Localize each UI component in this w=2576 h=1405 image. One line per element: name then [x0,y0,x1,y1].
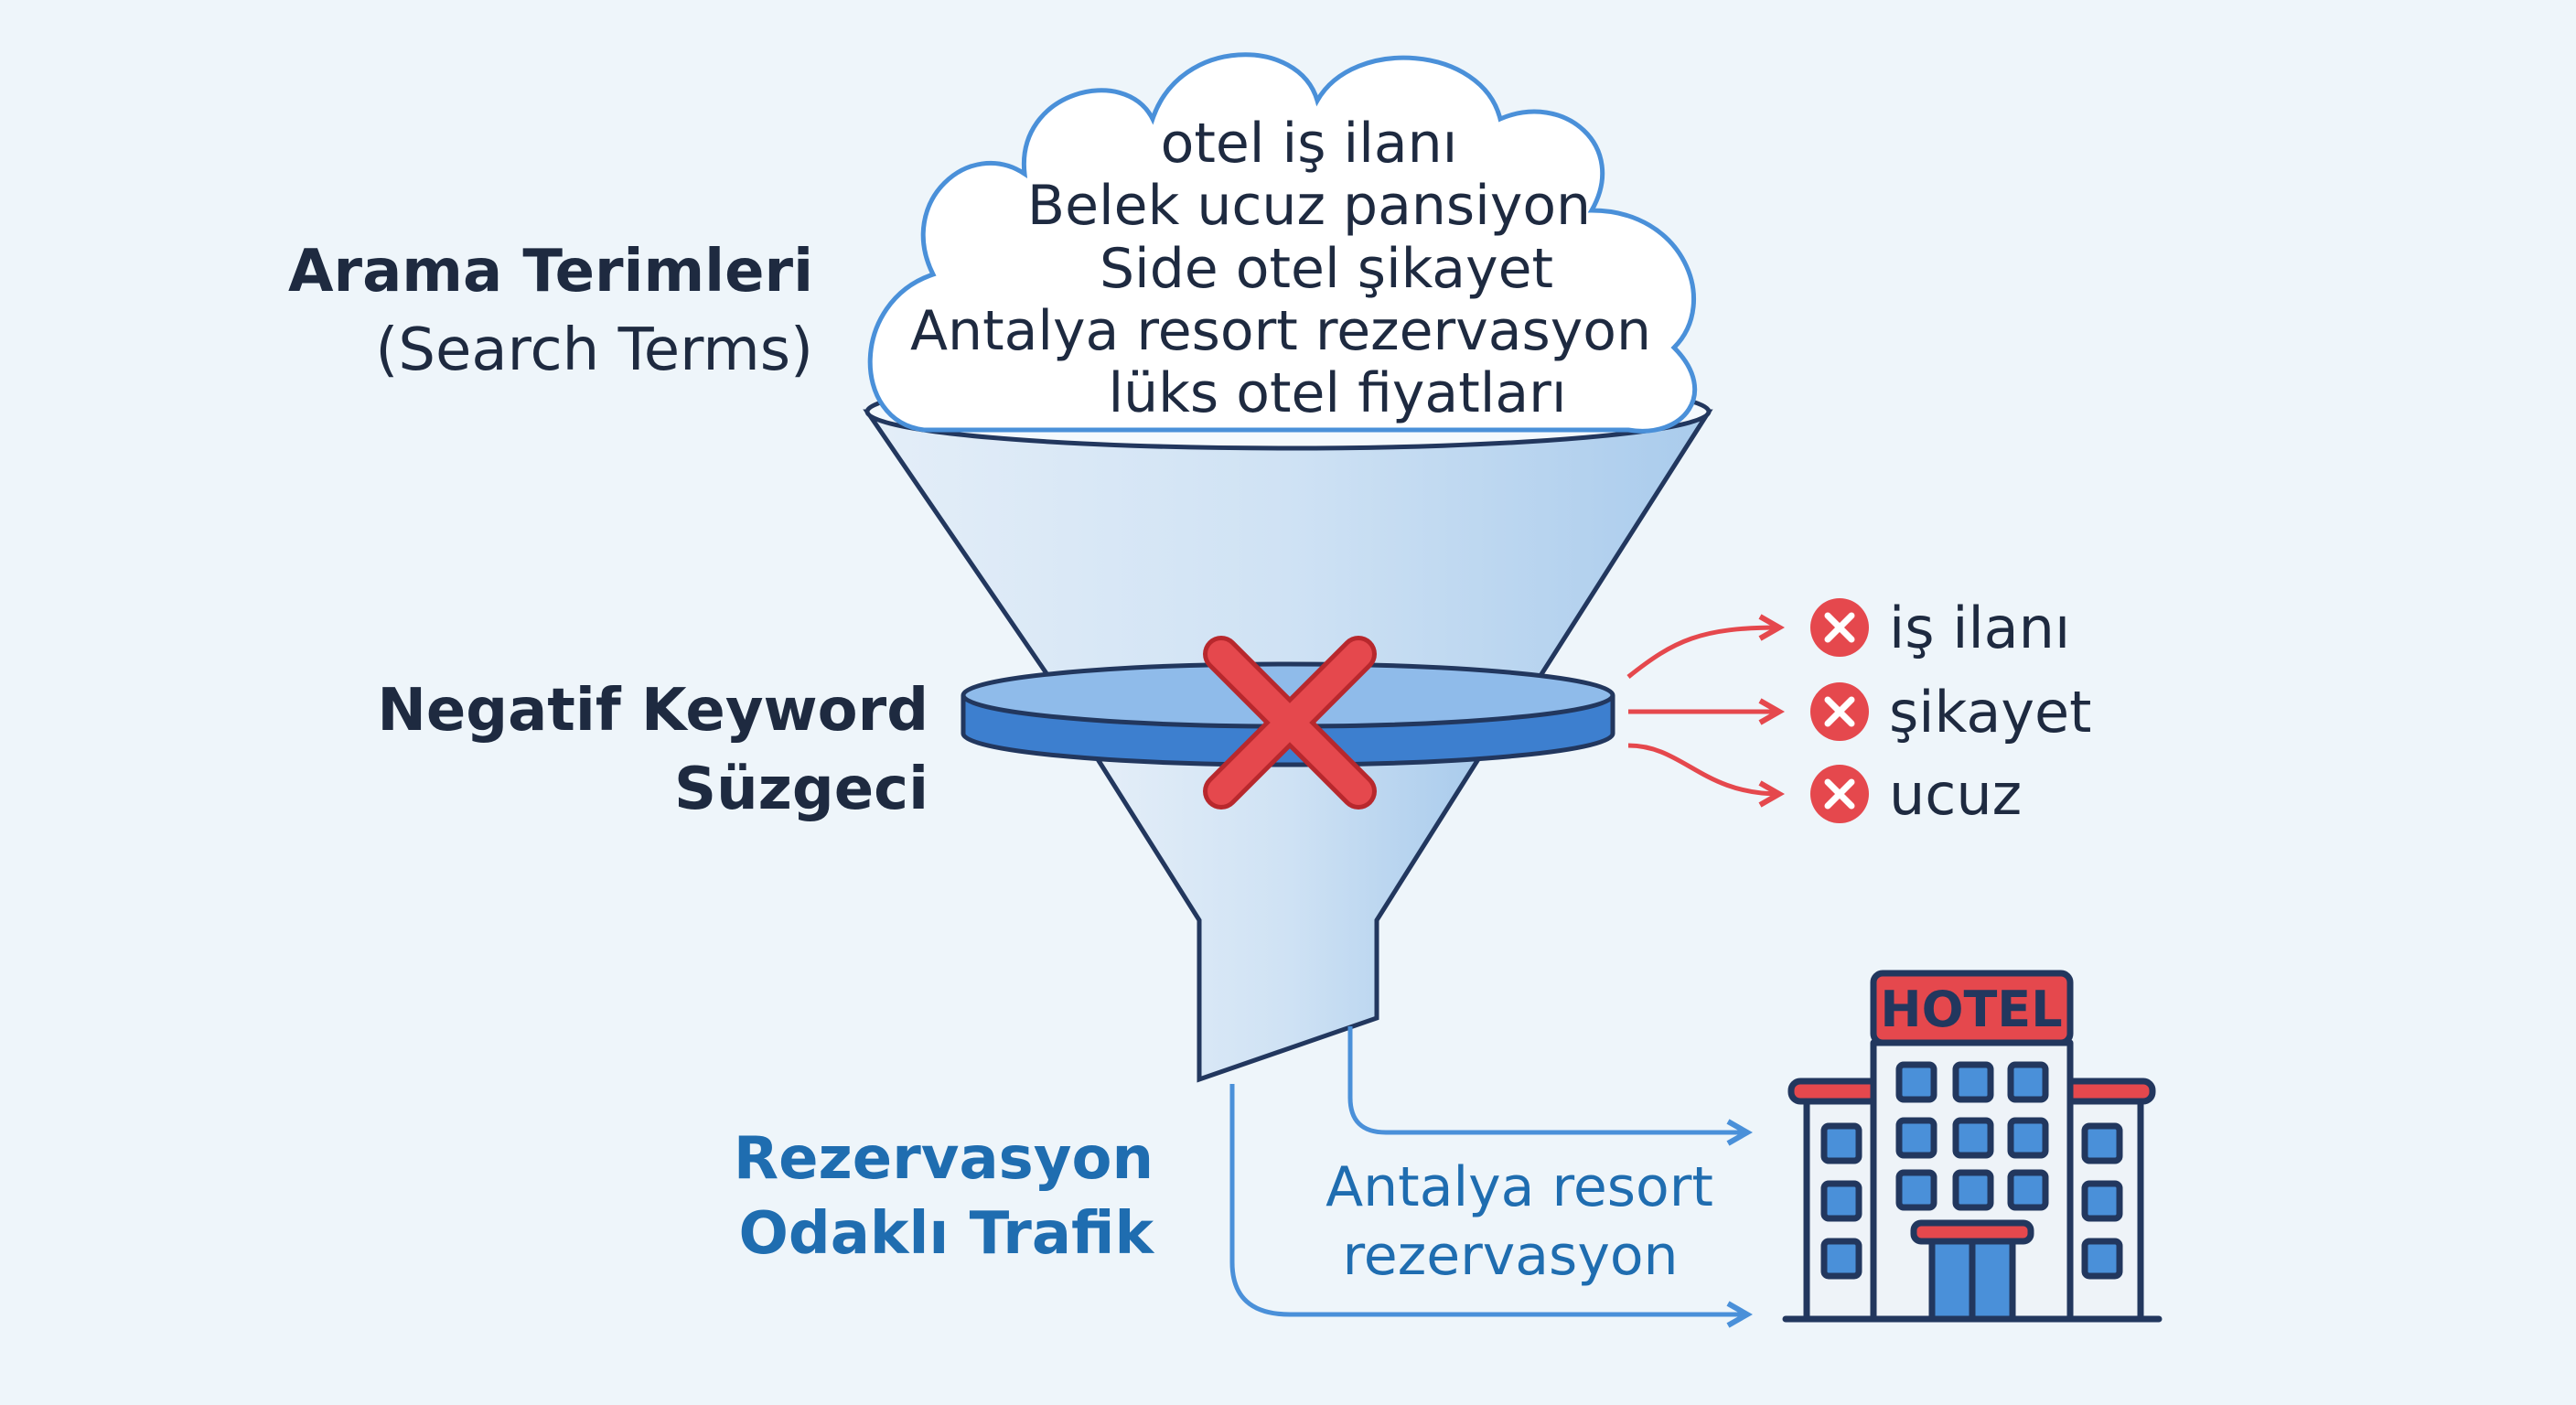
flow-line [1347,1026,1754,1146]
result-term: Antalya resort [1326,1155,1713,1219]
rejected-terms: iş ilanı şikayet ucuz [1626,595,2091,828]
filter-label-line2: Süzgeci [674,756,928,823]
cloud-term: lüks otel fiyatları [1108,361,1566,425]
search-terms-label: Arama Terimleri [288,238,813,306]
blocked-term: şikayet [1810,679,2091,745]
blocked-term-text: şikayet [1889,679,2091,745]
cloud-term: Side otel şikayet [1100,237,1553,301]
search-terms-cloud: otel iş ilanı Belek ucuz pansiyon Side o… [867,52,1697,434]
blocked-term-text: iş ilanı [1889,595,2070,661]
cloud-term: Antalya resort rezervasyon [910,299,1651,363]
result-term-line2: rezervasyon [1342,1224,1678,1288]
hotel-icon: HOTEL [1782,970,2163,1323]
output-label: Rezervasyon [734,1125,1154,1193]
filter-label: Negatif Keyword [377,677,928,745]
search-terms-sublabel: (Search Terms) [375,316,813,384]
flow-line [1229,1084,1754,1328]
hotel-sign: HOTEL [1880,981,2062,1038]
blocked-term-text: ucuz [1889,761,2022,828]
reject-x-icon [1203,636,1377,810]
output-label-line2: Odaklı Trafik [739,1200,1155,1268]
cloud-term: Belek ucuz pansiyon [1027,174,1591,238]
cloud-term: otel iş ilanı [1161,112,1458,176]
blocked-term: ucuz [1810,761,2022,828]
blocked-term: iş ilanı [1810,595,2070,661]
funnel [863,372,1713,1083]
